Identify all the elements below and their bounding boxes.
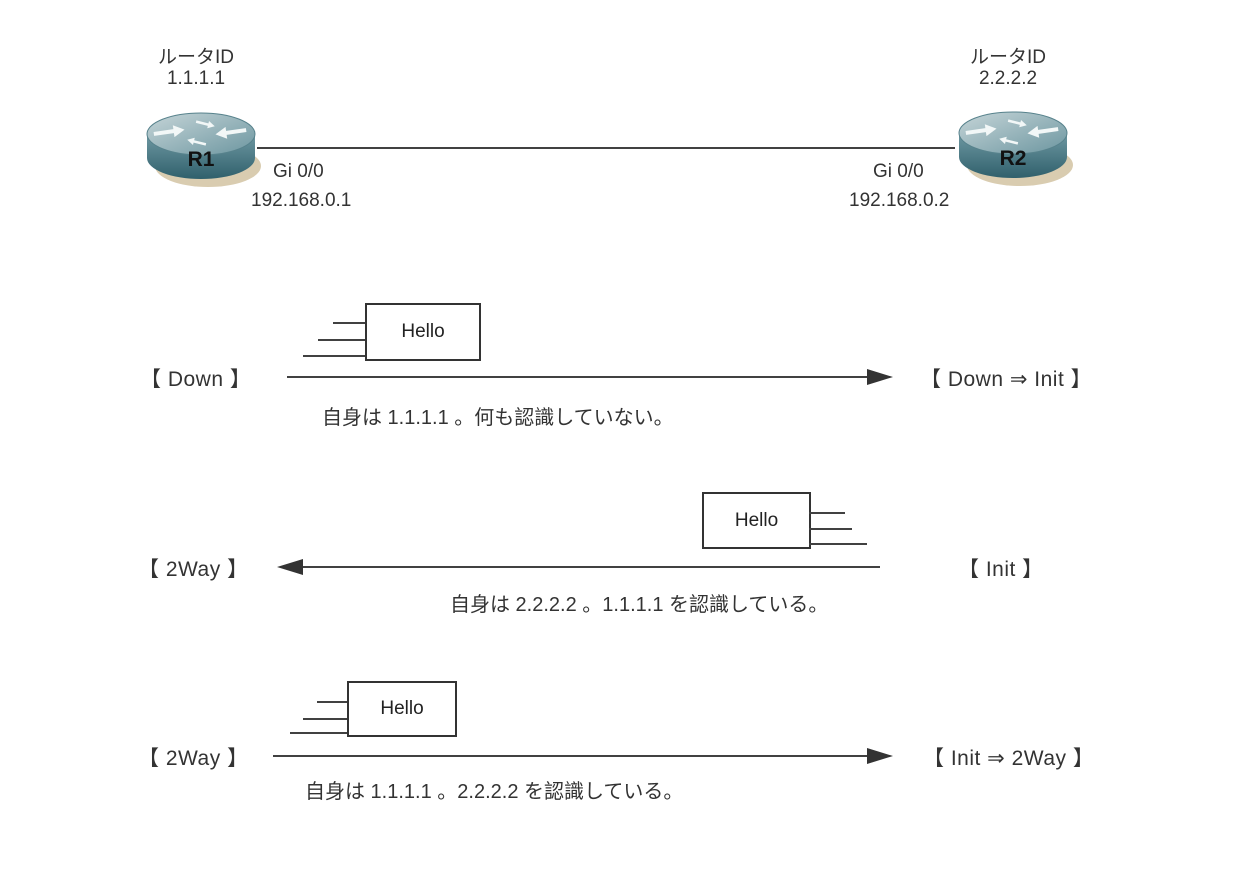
hello-packet-2: Hello [702, 492, 811, 549]
state-left-3: 【 2Way 】 [138, 747, 249, 770]
arrowhead-right-icon [867, 748, 893, 764]
hello-packet-1-label: Hello [401, 321, 445, 342]
r1-router-id-value: 1.1.1.1 [166, 68, 226, 89]
speed-line [809, 512, 845, 514]
r1-ip-label: 192.168.0.1 [251, 190, 352, 211]
message-arrow-1-line [287, 376, 867, 378]
caption-3: 自身は 1.1.1.1 。2.2.2.2 を認識している。 [305, 781, 684, 803]
speed-line [809, 543, 867, 545]
r2-ip-label: 192.168.0.2 [849, 190, 950, 211]
arrowhead-right-icon [867, 369, 893, 385]
speed-line [318, 339, 365, 341]
r2-router-id-value: 2.2.2.2 [978, 68, 1038, 89]
speed-line [303, 718, 347, 720]
router-arrows-icon [965, 119, 1059, 145]
arrowhead-left-icon [277, 559, 303, 575]
state-left-2: 【 2Way 】 [138, 558, 249, 581]
r1-name-label: R1 [187, 148, 215, 171]
speed-line [290, 732, 347, 734]
state-right-2: 【 Init 】 [958, 558, 1044, 581]
hello-packet-3: Hello [347, 681, 457, 737]
router-arrows-icon [153, 120, 247, 146]
r2-interface-label: Gi 0/0 [873, 161, 924, 182]
hello-packet-2-label: Hello [734, 509, 779, 531]
speed-line [303, 355, 365, 357]
state-right-3: 【 Init ⇒ 2Way 】 [923, 747, 1095, 770]
router-icon-r2 [958, 111, 1073, 186]
state-left-1: 【 Down 】 [140, 368, 252, 391]
r1-interface-label: Gi 0/0 [273, 161, 324, 182]
hello-packet-1: Hello [365, 303, 481, 361]
speed-line [317, 701, 347, 703]
state-right-1: 【 Down ⇒ Init 】 [920, 368, 1093, 391]
r2-name-label: R2 [999, 147, 1027, 170]
speed-line [333, 322, 365, 324]
router-icon-r1 [146, 112, 261, 187]
hello-packet-3-label: Hello [380, 698, 424, 719]
r2-router-id-label: ルータID [969, 47, 1046, 68]
link-line [257, 147, 955, 149]
message-arrow-3-line [273, 755, 867, 757]
caption-2: 自身は 2.2.2.2 。1.1.1.1 を認識している。 [450, 594, 829, 616]
r1-router-id-label: ルータID [157, 47, 234, 68]
caption-1: 自身は 1.1.1.1 。何も認識していない。 [322, 407, 674, 429]
speed-line [809, 528, 852, 530]
message-arrow-2-line [303, 566, 880, 568]
